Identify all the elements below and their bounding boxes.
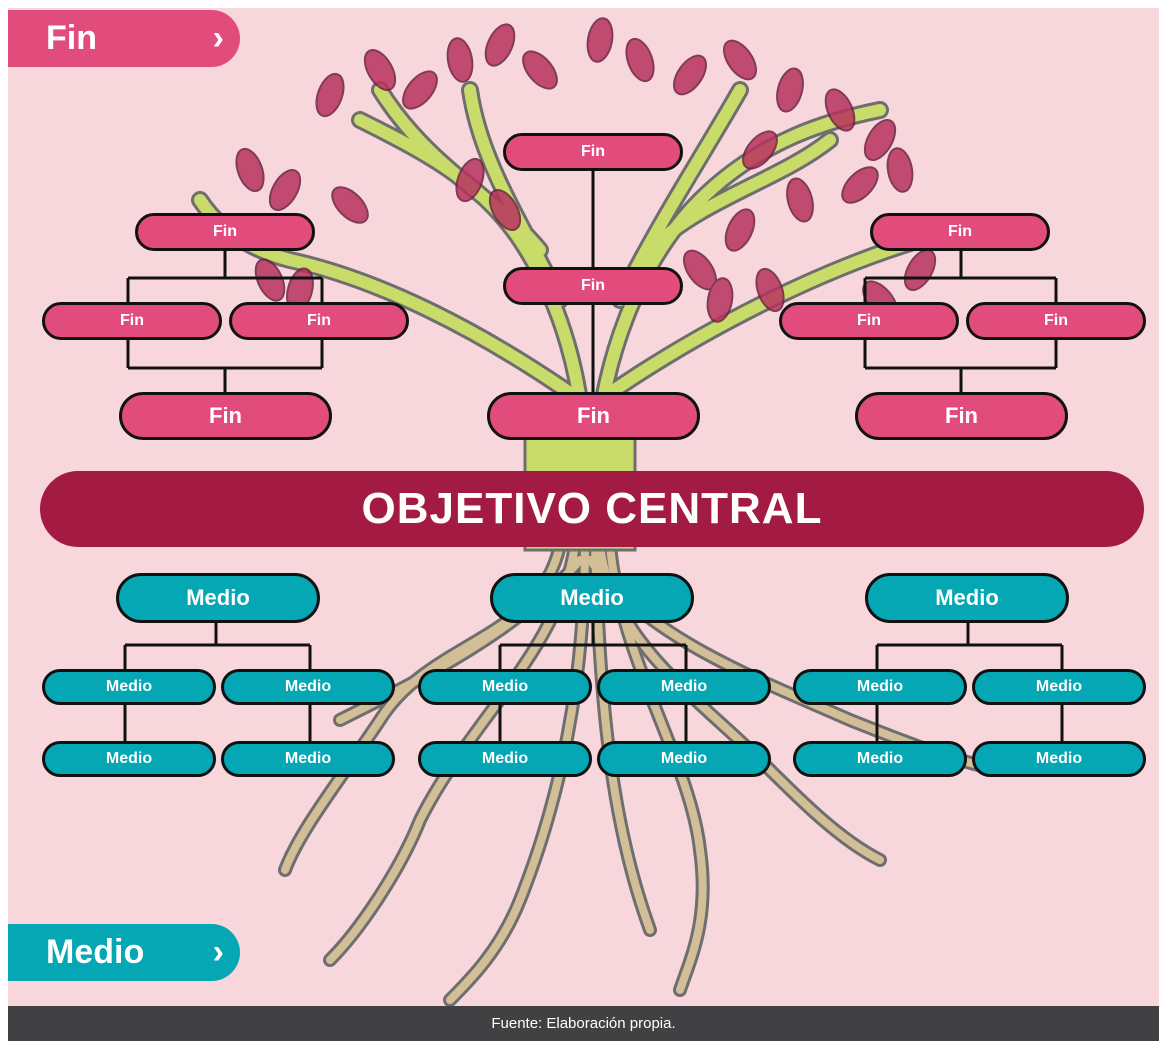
leaf-shape — [363, 49, 397, 91]
leaf-shape — [446, 37, 474, 83]
fin-node: Fin — [870, 213, 1050, 251]
leaf-shape — [455, 157, 485, 203]
medio-node: Medio — [42, 741, 216, 777]
fin-node: Fin — [855, 392, 1068, 440]
fin-node: Fin — [779, 302, 959, 340]
leaf-shape — [484, 23, 516, 67]
chevron-right-icon: › — [212, 933, 224, 971]
fin-tag: Fin › — [8, 10, 240, 67]
leaf-shape — [824, 88, 856, 132]
leaf-shape — [331, 186, 369, 224]
chevron-right-icon: › — [212, 19, 224, 57]
medio-node: Medio — [597, 669, 771, 705]
leaves-illustration — [235, 17, 937, 323]
medio-node: Medio — [42, 669, 216, 705]
fin-tag-label: Fin — [46, 19, 97, 57]
source-footer: Fuente: Elaboración propia. — [8, 1006, 1159, 1041]
leaf-shape — [673, 54, 707, 96]
medio-tag-label: Medio — [46, 933, 145, 971]
leaf-shape — [625, 37, 655, 83]
fin-node: Fin — [503, 133, 683, 171]
connector-lines — [123, 170, 1064, 742]
medio-node: Medio — [972, 741, 1146, 777]
fin-node: Fin — [503, 267, 683, 305]
leaf-shape — [254, 258, 286, 302]
leaf-shape — [235, 147, 265, 193]
medio-node: Medio — [221, 741, 395, 777]
leaf-shape — [786, 177, 814, 223]
medio-node: Medio — [490, 573, 694, 623]
medio-node: Medio — [865, 573, 1069, 623]
fin-node: Fin — [229, 302, 409, 340]
medio-node: Medio — [972, 669, 1146, 705]
leaf-shape — [724, 208, 756, 252]
medio-node: Medio — [418, 669, 592, 705]
leaf-shape — [268, 169, 302, 211]
medio-node: Medio — [221, 669, 395, 705]
fin-node: Fin — [135, 213, 315, 251]
leaf-shape — [522, 50, 558, 90]
fin-node: Fin — [42, 302, 222, 340]
leaf-shape — [841, 166, 879, 204]
fin-node: Fin — [119, 392, 332, 440]
leaf-shape — [776, 67, 804, 113]
medio-node: Medio — [418, 741, 592, 777]
medio-node: Medio — [116, 573, 320, 623]
medio-node: Medio — [793, 741, 967, 777]
medio-tag: Medio › — [8, 924, 240, 981]
leaf-shape — [863, 119, 897, 161]
fin-node: Fin — [966, 302, 1146, 340]
fin-node: Fin — [487, 392, 700, 440]
leaf-shape — [402, 70, 438, 110]
medio-node: Medio — [793, 669, 967, 705]
leaf-shape — [723, 39, 757, 81]
leaf-shape — [706, 277, 734, 323]
leaf-shape — [315, 72, 345, 118]
central-objective: OBJETIVO CENTRAL — [40, 471, 1144, 547]
leaf-shape — [586, 17, 614, 63]
medio-node: Medio — [597, 741, 771, 777]
leaf-shape — [742, 130, 778, 170]
leaf-shape — [886, 147, 914, 193]
leaf-shape — [488, 189, 522, 231]
leaf-shape — [755, 267, 785, 313]
